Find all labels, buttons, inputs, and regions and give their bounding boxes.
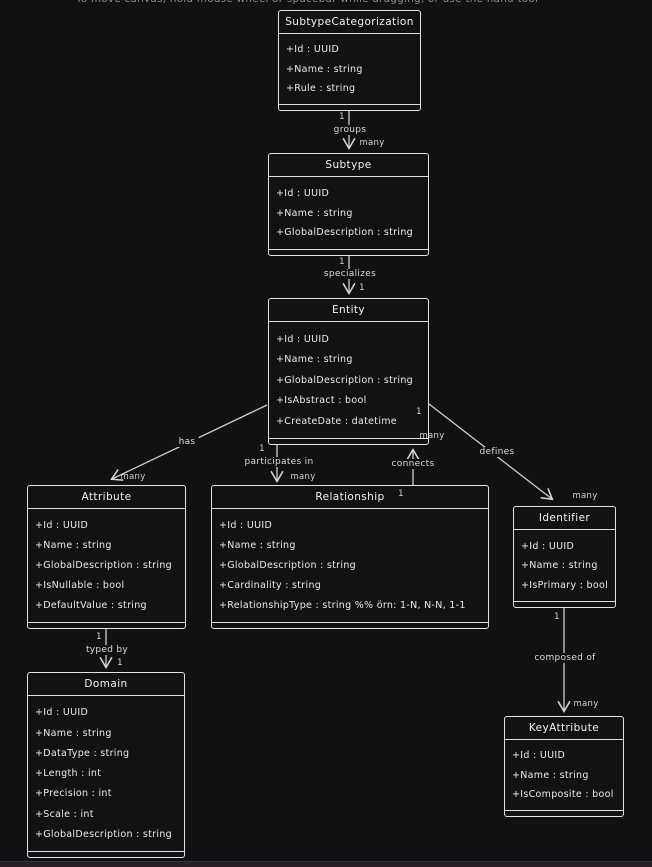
- attribute-row: +Length : int: [35, 768, 102, 779]
- class-title: Identifier: [514, 507, 615, 530]
- mult-defines-target[interactable]: many: [572, 491, 598, 501]
- attribute-compartment: +Id : UUID +Name : string +DataType : st…: [28, 696, 184, 851]
- attribute-row: +Name : string: [512, 769, 589, 781]
- attribute-compartment: +Id : UUID +Name : string +GlobalDescrip…: [212, 509, 488, 622]
- attribute-row: +GlobalDescription : string: [219, 560, 356, 571]
- attribute-row: +Name : string: [286, 63, 363, 75]
- attribute-row: +Scale : int: [35, 808, 94, 820]
- edge-label-specializes[interactable]: specializes: [320, 269, 380, 279]
- attribute-row: +IsPrimary : bool: [521, 579, 609, 591]
- class-box-entity[interactable]: Entity +Id : UUID +Name : string +Global…: [268, 298, 429, 445]
- edge-label-connects[interactable]: connects: [388, 459, 438, 469]
- class-box-keyattribute[interactable]: KeyAttribute +Id : UUID +Name : string +…: [504, 716, 624, 817]
- class-box-domain[interactable]: Domain +Id : UUID +Name : string +DataTy…: [27, 672, 185, 858]
- mult-typed-by-source[interactable]: 1: [96, 632, 102, 642]
- mult-connects-target[interactable]: many: [419, 431, 445, 441]
- attribute-row: +Precision : int: [35, 788, 112, 800]
- attribute-row: +Id : UUID: [276, 333, 330, 345]
- attribute-row: +IsNullable : bool: [35, 580, 125, 591]
- edge-label-participates-in[interactable]: participates in: [241, 457, 317, 467]
- attribute-row: +Id : UUID: [512, 750, 566, 762]
- class-box-subtypecategorization[interactable]: SubtypeCategorization +Id : UUID +Name :…: [278, 10, 421, 111]
- attribute-row: +GlobalDescription : string: [35, 560, 172, 571]
- class-box-attribute[interactable]: Attribute +Id : UUID +Name : string +Glo…: [27, 485, 186, 629]
- mult-defines-source[interactable]: 1: [416, 407, 422, 417]
- methods-compartment-empty: [514, 601, 615, 607]
- class-title: Relationship: [212, 486, 488, 509]
- attribute-compartment: +Id : UUID +Name : string +GlobalDescrip…: [269, 322, 428, 438]
- attribute-row: +GlobalDescription : string: [276, 374, 413, 386]
- methods-compartment-empty: [28, 851, 184, 857]
- class-title: Attribute: [28, 486, 185, 509]
- class-title: Domain: [28, 673, 184, 696]
- class-box-identifier[interactable]: Identifier +Id : UUID +Name : string +Is…: [513, 506, 616, 608]
- edge-label-has[interactable]: has: [175, 437, 199, 447]
- attribute-compartment: +Id : UUID +Name : string +GlobalDescrip…: [269, 177, 428, 249]
- methods-compartment-empty: [212, 622, 488, 628]
- attribute-row: +Name : string: [219, 540, 296, 551]
- mult-participates-target[interactable]: many: [290, 472, 316, 482]
- attribute-row: +Id : UUID: [219, 520, 273, 531]
- mult-participates-source[interactable]: 1: [259, 444, 265, 454]
- class-box-relationship[interactable]: Relationship +Id : UUID +Name : string +…: [211, 485, 489, 629]
- attribute-row: +Name : string: [276, 354, 353, 365]
- methods-compartment-empty: [269, 438, 428, 444]
- attribute-compartment: +Id : UUID +Name : string +GlobalDescrip…: [28, 509, 185, 622]
- class-title: SubtypeCategorization: [279, 11, 420, 34]
- edge-label-groups[interactable]: groups: [330, 125, 370, 135]
- mult-has-target[interactable]: many: [120, 472, 146, 482]
- class-title: KeyAttribute: [505, 717, 623, 740]
- edge-label-defines[interactable]: defines: [476, 447, 518, 457]
- attribute-row: +Id : UUID: [521, 540, 575, 552]
- attribute-row: +Id : UUID: [35, 707, 89, 719]
- attribute-row: +GlobalDescription : string: [276, 227, 413, 239]
- mult-specializes-target[interactable]: 1: [359, 283, 365, 293]
- class-title: Subtype: [269, 154, 428, 177]
- attribute-row: +IsAbstract : bool: [276, 395, 367, 406]
- mult-groups-target[interactable]: many: [359, 138, 385, 148]
- attribute-row: +Name : string: [521, 560, 598, 571]
- attribute-row: +Id : UUID: [35, 520, 89, 531]
- window-bottom-bar: [0, 861, 652, 867]
- class-box-subtype[interactable]: Subtype +Id : UUID +Name : string +Globa…: [268, 153, 429, 256]
- attribute-compartment: +Id : UUID +Name : string +IsPrimary : b…: [514, 530, 615, 601]
- attribute-row: +Id : UUID: [276, 187, 330, 199]
- attribute-compartment: +Id : UUID +Name : string +Rule : string: [279, 34, 420, 104]
- attribute-row: +Cardinality : string: [219, 580, 322, 591]
- mult-groups-source[interactable]: 1: [339, 112, 345, 122]
- canvas-hint-text: To move canvas, hold mouse wheel or spac…: [0, 0, 614, 5]
- attribute-row: +DataType : string: [35, 747, 130, 759]
- attribute-compartment: +Id : UUID +Name : string +IsComposite :…: [505, 740, 623, 810]
- attribute-row: +Id : UUID: [286, 44, 340, 56]
- attribute-row: +RelationshipType : string %% örn: 1-N, …: [219, 600, 466, 611]
- methods-compartment-empty: [505, 810, 623, 816]
- attribute-row: +IsComposite : bool: [512, 788, 614, 800]
- mult-specializes-source[interactable]: 1: [339, 257, 345, 267]
- edge-label-composed-of[interactable]: composed of: [531, 653, 599, 663]
- methods-compartment-empty: [28, 622, 185, 628]
- attribute-row: +Name : string: [276, 207, 353, 219]
- attribute-row: +Name : string: [35, 540, 112, 551]
- mult-composed-of-source[interactable]: 1: [554, 612, 560, 622]
- class-title: Entity: [269, 299, 428, 322]
- methods-compartment-empty: [269, 249, 428, 255]
- attribute-row: +CreateDate : datetime: [276, 415, 397, 427]
- methods-compartment-empty: [279, 104, 420, 110]
- attribute-row: +DefaultValue : string: [35, 600, 147, 611]
- mult-composed-of-target[interactable]: many: [573, 699, 599, 709]
- mult-connects-source[interactable]: 1: [398, 489, 404, 499]
- edge-label-typed-by[interactable]: typed by: [82, 645, 132, 655]
- attribute-row: +GlobalDescription : string: [35, 828, 172, 840]
- attribute-row: +Name : string: [35, 727, 112, 739]
- attribute-row: +Rule : string: [286, 82, 356, 94]
- mult-typed-by-target[interactable]: 1: [117, 658, 123, 668]
